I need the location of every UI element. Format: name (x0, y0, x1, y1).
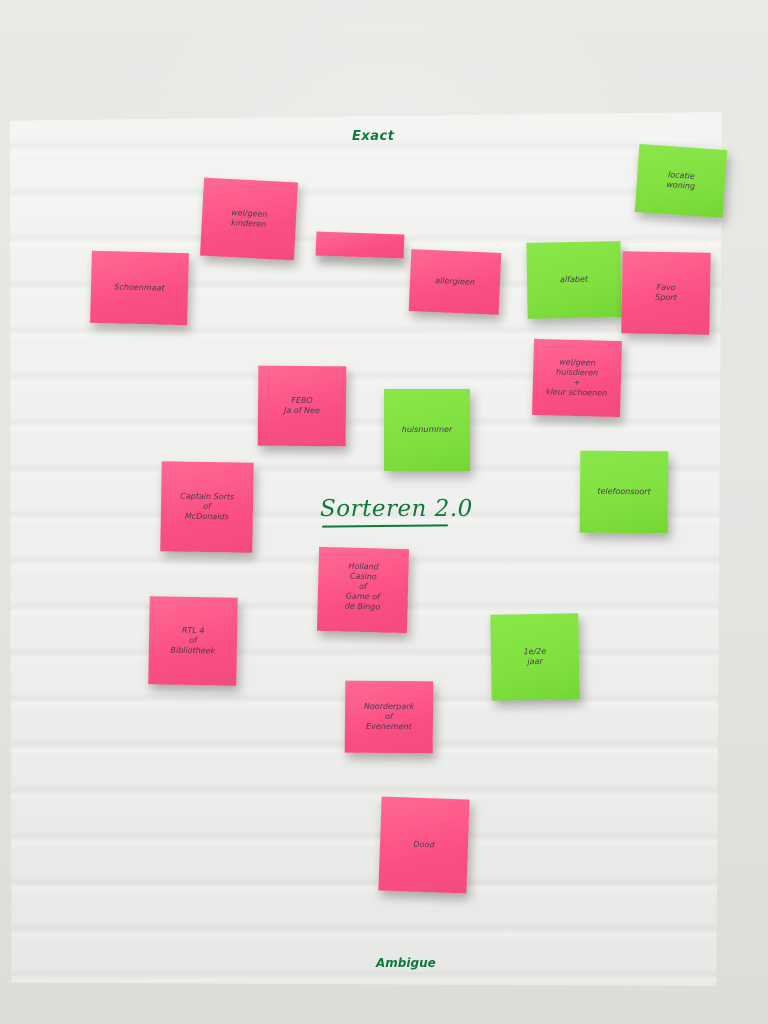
sticky-note-noorderpark: Noorderpark of Evenement (344, 680, 434, 754)
sticky-note-text: Schoenmaat (114, 282, 165, 293)
sticky-note-casino: Holland Casino of Game of de Bingo (316, 546, 410, 634)
sticky-note-text: Favo Sport (655, 282, 677, 303)
sticky-note-huisdieren: wel/geen huisdieren + kleur schoenen (532, 338, 622, 418)
sticky-note-text: huisnummer (401, 425, 453, 434)
sticky-note-febo: FEBO Ja of Nee (257, 365, 347, 447)
sticky-note-text: locatie woning (665, 170, 696, 191)
bottom-axis-label: Ambigue (376, 956, 436, 970)
sticky-note-text: FEBO Ja of Nee (283, 395, 320, 416)
sticky-note-jaar: 1e/2e jaar (490, 613, 580, 701)
sticky-note-text: Holland Casino of Game of de Bingo (344, 561, 381, 612)
sticky-note-alfabet: alfabet (526, 241, 622, 319)
sticky-note-captain-sorts: Captain Sorts of McDonalds (160, 461, 254, 553)
sticky-note-text: alfabet (559, 274, 589, 285)
sticky-note-text: 1e/2e jaar (523, 646, 547, 667)
sticky-note-favo-sport: Favo Sport (621, 251, 711, 335)
sticky-note-text: Noorderpark of Evenement (363, 701, 415, 732)
sticky-note-blank (315, 231, 405, 259)
sticky-note-text: allergieen (434, 276, 476, 287)
sticky-note-text: Captain Sorts of McDonalds (180, 491, 235, 522)
sticky-note-text: wel/geen huisdieren + kleur schoenen (545, 357, 608, 398)
sticky-note-rtl4: RTL 4 of Bibliotheek (148, 596, 238, 686)
sticky-note-huisnummer: huisnummer (384, 389, 470, 471)
sticky-note-text: Dood (413, 839, 435, 850)
sticky-note-kinderen: wel/geen kinderen (200, 177, 298, 261)
top-axis-label: Exact (352, 129, 395, 144)
sticky-note-text: RTL 4 of Bibliotheek (170, 625, 216, 656)
sticky-note-locatie: locatie woning (634, 144, 728, 218)
board-title: Sorteren 2.0 (320, 496, 473, 522)
sticky-note-text: telefoonsoort (597, 486, 651, 497)
sticky-note-allergieen: allergieen (408, 249, 502, 315)
sticky-note-dood: Dood (378, 796, 470, 894)
sticky-note-telefoonsoort: telefoonsoort (579, 450, 669, 534)
sticky-note-schoenmaat: Schoenmaat (90, 250, 189, 326)
sticky-note-text: wel/geen kinderen (230, 208, 268, 229)
